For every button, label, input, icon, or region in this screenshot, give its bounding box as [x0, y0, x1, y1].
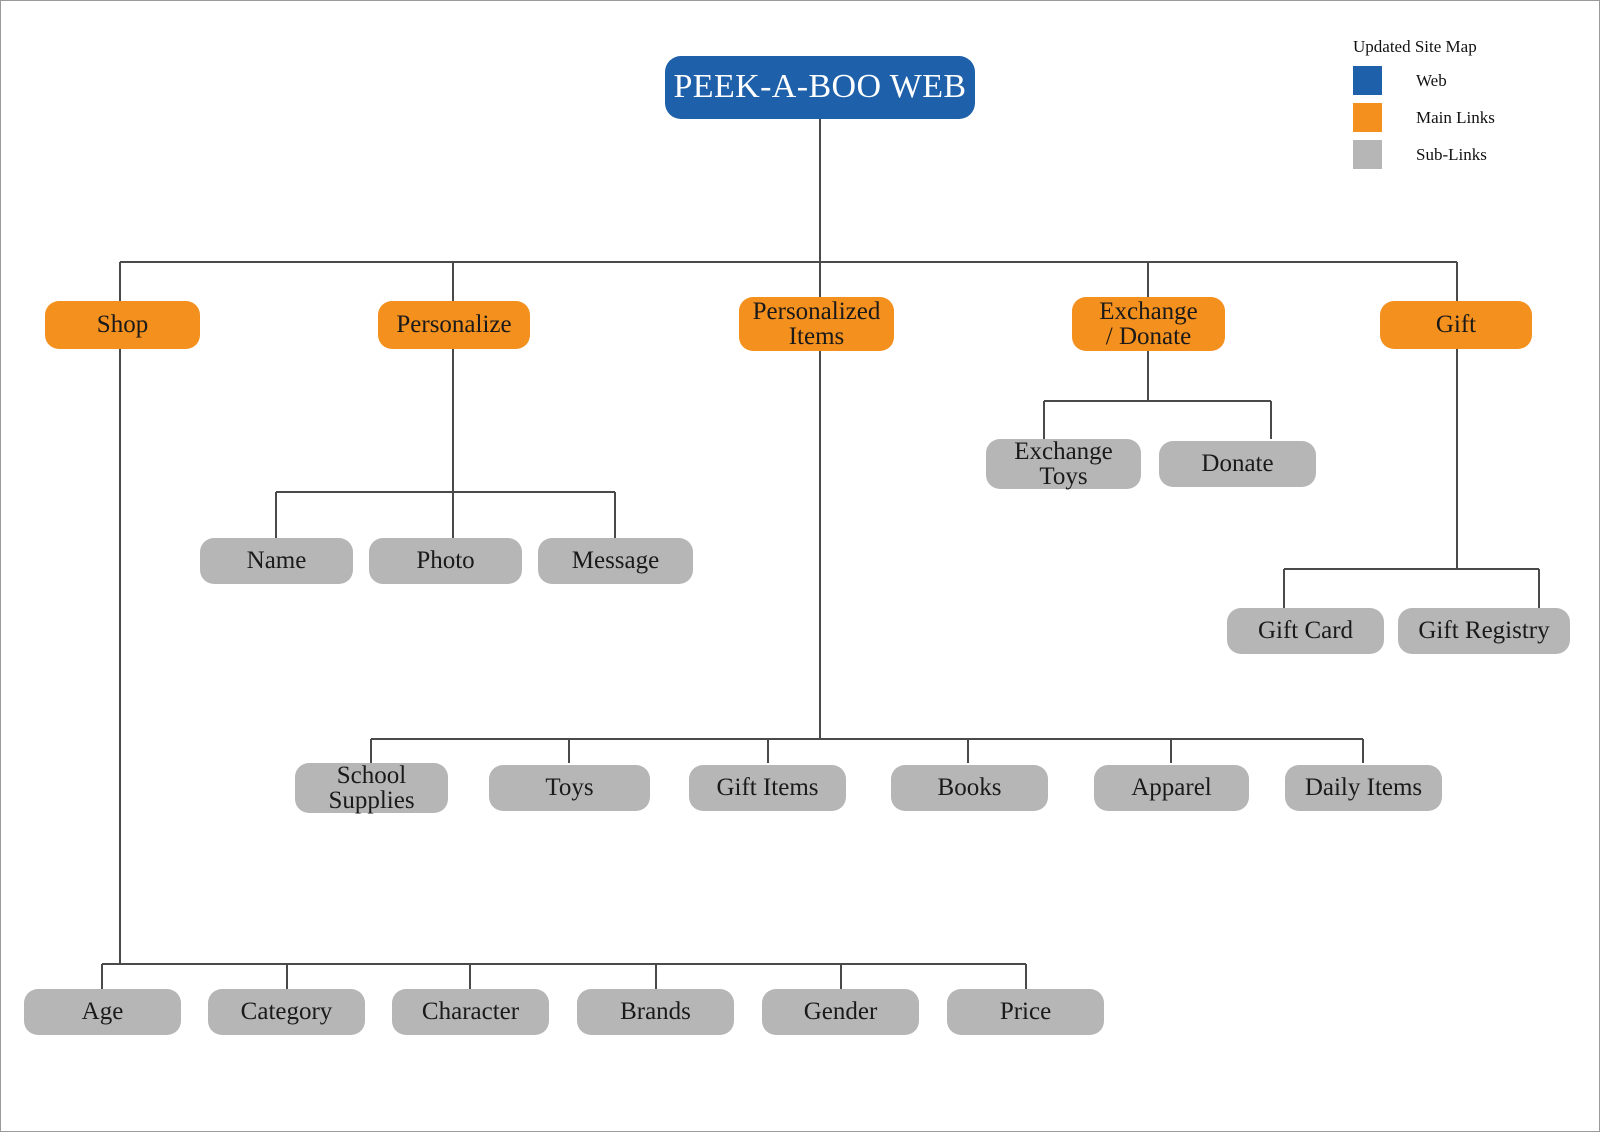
legend-item-main-links: Main Links: [1353, 103, 1495, 132]
node-category[interactable]: Category: [208, 989, 365, 1035]
node-books[interactable]: Books: [891, 765, 1048, 811]
node-gender[interactable]: Gender: [762, 989, 919, 1035]
node-message[interactable]: Message: [538, 538, 693, 584]
node-root-peek-a-boo-web[interactable]: PEEK-A-BOO WEB: [665, 56, 975, 119]
legend: Updated Site Map Web Main Links Sub-Link…: [1353, 37, 1495, 177]
legend-label-sub-links: Sub-Links: [1416, 144, 1487, 164]
node-gift-card[interactable]: Gift Card: [1227, 608, 1384, 654]
node-price[interactable]: Price: [947, 989, 1104, 1035]
node-toys[interactable]: Toys: [489, 765, 650, 811]
node-age[interactable]: Age: [24, 989, 181, 1035]
node-brands[interactable]: Brands: [577, 989, 734, 1035]
main-links-swatch-icon: [1353, 103, 1382, 132]
node-personalize[interactable]: Personalize: [378, 301, 530, 349]
node-personalized-items[interactable]: Personalized Items: [739, 297, 894, 351]
node-school-supplies[interactable]: School Supplies: [295, 762, 448, 813]
legend-label-web: Web: [1416, 70, 1447, 90]
legend-title: Updated Site Map: [1353, 37, 1477, 56]
legend-item-web: Web: [1353, 66, 1495, 95]
node-apparel[interactable]: Apparel: [1094, 765, 1249, 811]
legend-item-sub-links: Sub-Links: [1353, 140, 1495, 169]
node-gift[interactable]: Gift: [1380, 301, 1532, 349]
node-shop[interactable]: Shop: [45, 301, 200, 349]
node-photo[interactable]: Photo: [369, 538, 522, 584]
legend-label-main-links: Main Links: [1416, 107, 1495, 127]
node-gift-registry[interactable]: Gift Registry: [1398, 608, 1570, 654]
node-donate[interactable]: Donate: [1159, 441, 1316, 487]
node-gift-items[interactable]: Gift Items: [689, 765, 846, 811]
web-swatch-icon: [1353, 66, 1382, 95]
node-daily-items[interactable]: Daily Items: [1285, 765, 1442, 811]
node-character[interactable]: Character: [392, 989, 549, 1035]
node-name[interactable]: Name: [200, 538, 353, 584]
node-exchange-donate[interactable]: Exchange / Donate: [1072, 297, 1225, 351]
node-exchange-toys[interactable]: Exchange Toys: [986, 438, 1141, 489]
sub-links-swatch-icon: [1353, 140, 1382, 169]
